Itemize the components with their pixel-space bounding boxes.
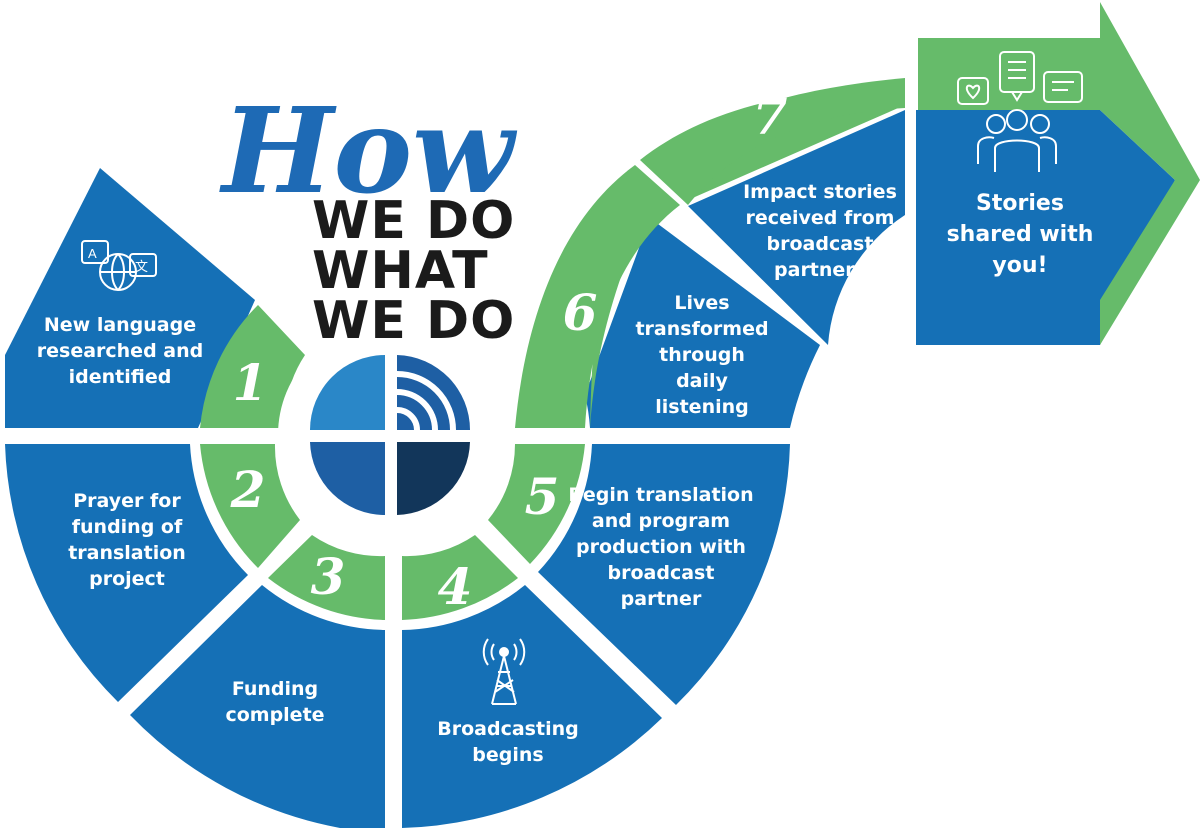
ring-segment-4 [402,535,518,620]
svg-text:文: 文 [135,259,148,274]
title-subheading: WE DO WHAT WE DO [312,191,516,351]
center-logo [278,323,502,547]
title-script-word: How [219,81,517,220]
step-number-5: 5 [524,467,560,526]
sector-1-blue [5,168,255,428]
sector-4-blue [402,585,662,828]
title-line-2: WHAT [312,241,489,301]
people-chat-icon [957,51,1083,172]
ring-segment-3 [268,535,385,620]
sector-6-blue [585,218,820,428]
step-1-text: New language researched and identified [20,306,220,396]
translate-icon: A 文 [81,240,157,291]
step-number-1: 1 [232,353,268,412]
signal-waves-icon [396,371,456,431]
step-2-text: Prayer for funding of translation projec… [42,482,212,598]
ring-segment-1 [200,305,305,428]
svg-text:A: A [88,246,97,261]
radio-tower-icon [482,638,526,705]
sector-7-blue [688,110,905,345]
title-line-3: WE DO [312,291,516,351]
step-number-2: 2 [230,460,266,519]
step-2-label: Prayer for funding of translation projec… [68,490,186,590]
final-label: Stories shared with you! [946,190,1094,278]
step-4-text: Broadcasting begins [418,712,598,772]
step-4-label: Broadcasting begins [437,718,579,766]
step-3-text: Funding complete [210,672,340,732]
sector-5-blue [538,444,790,705]
step-5-label: Begin translation and program production… [568,484,754,610]
title-line-1: WE DO [312,191,516,251]
final-text: Stories shared with you! [940,182,1100,286]
ring-segment-7-main [640,85,905,205]
sector-2-blue [5,444,248,702]
ring-segment-2 [200,444,300,568]
step-6-label: Lives transformed through daily listenin… [635,292,769,418]
step-number-4: 4 [437,557,473,616]
sector-3-blue [130,585,385,828]
logo-quadrant-bottom-left [310,442,385,516]
step-6-text: Lives transformed through daily listenin… [635,284,768,426]
step-7-label: Impact stories received from broadcast p… [743,181,897,281]
ring-segment-5 [488,444,585,564]
step-1-label: New language researched and identified [36,314,204,388]
logo-quadrant-top-left [310,355,385,430]
logo-quadrant-bottom-right [397,442,470,515]
step-7-text: Impact stories received from broadcast p… [732,176,908,286]
step-5-text: Begin translation and program production… [568,462,754,632]
title-how-script: How [219,81,517,220]
step-number-7: 7 [752,87,788,146]
ring-segment-6-main [515,165,680,428]
step-3-label: Funding complete [225,678,325,726]
step-number-6: 6 [562,283,598,342]
step-number-3: 3 [310,547,346,606]
